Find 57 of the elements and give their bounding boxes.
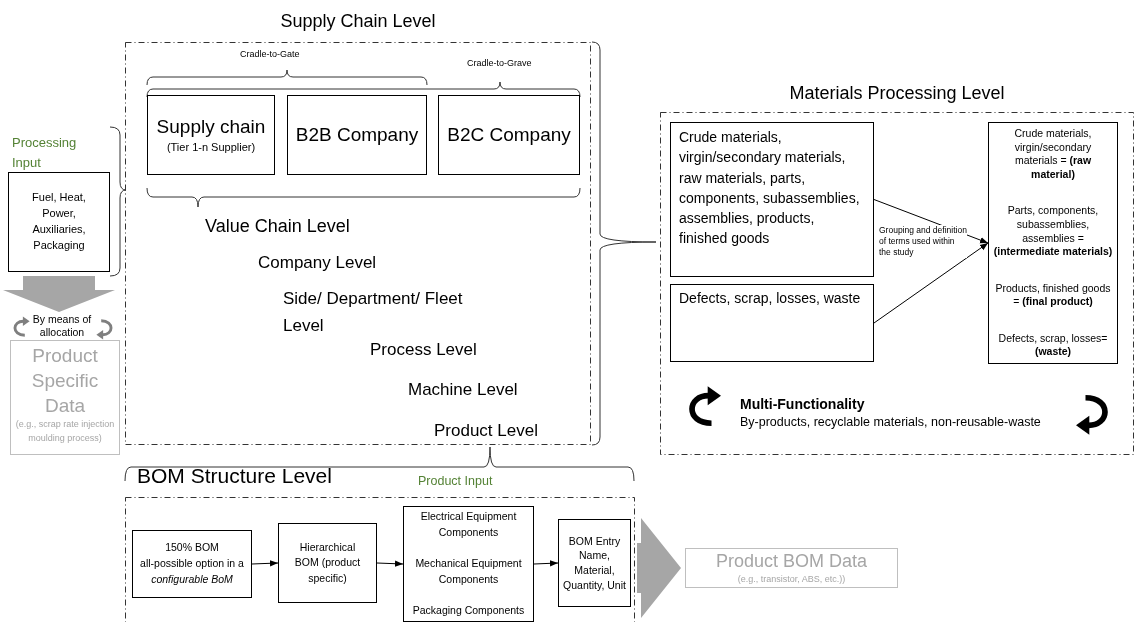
box-text: Electrical Equipment Components xyxy=(419,509,518,540)
box-title: Product Specific Data xyxy=(30,344,100,419)
panel-title: Supply Chain Level xyxy=(279,10,437,33)
box-text: BOM Entry Name, Material, Quantity, Unit xyxy=(563,533,626,593)
panel-title: BOM Structure Level xyxy=(137,463,332,489)
level-label: Company Level xyxy=(258,252,377,274)
definition-text: Parts, components, subassemblies, assemblies = (intermediate materials) xyxy=(993,204,1113,259)
arrow xyxy=(873,242,989,324)
box-subtitle: (Tier 1-n Supplier) xyxy=(166,139,256,155)
span-label: Cradle-to-Grave xyxy=(467,57,532,70)
entity-box xyxy=(147,95,275,175)
definition-text: Defects, scrap, losses= (waste) xyxy=(997,331,1109,359)
span-label: Cradle-to-Gate xyxy=(240,48,300,61)
definition-text: Products, finished goods = (final product) xyxy=(994,281,1112,309)
arrow xyxy=(251,560,279,567)
waste-list-box xyxy=(670,284,874,362)
definition-text: Crude materials, virgin/secondary materials = (raw material) xyxy=(1013,127,1093,182)
box-title: B2C Company xyxy=(447,122,571,147)
material-list: Crude materials, virgin/secondary materials, raw materials, parts, components, subassemblies, assemblies, products, finished goods xyxy=(679,127,865,272)
edge-label: Grouping and definition of terms used within the study xyxy=(879,225,967,259)
level-label: Process Level xyxy=(370,339,477,361)
block-arrow xyxy=(3,276,115,312)
box-text: Packaging Components xyxy=(412,603,525,619)
box-text: all-possible option in a configurable BoM xyxy=(139,556,245,587)
box-text: Mechanical Equipment Components xyxy=(414,556,523,587)
section-heading: Multi-Functionality xyxy=(740,395,865,414)
waste-list: Defects, scrap, losses, waste xyxy=(679,289,861,357)
box-text: 150% BOM xyxy=(165,540,219,556)
input-box xyxy=(8,172,110,272)
box-text: Hierarchical BOM (product specific) xyxy=(293,540,362,586)
process-box xyxy=(558,519,631,607)
level-label: Product Level xyxy=(434,420,538,442)
process-box xyxy=(278,523,377,603)
entity-box xyxy=(287,95,427,175)
process-box xyxy=(403,506,534,622)
definition-box xyxy=(988,122,1118,364)
box-title: B2B Company xyxy=(295,122,419,147)
section-text: By-products, recyclable materials, non-reusable-waste xyxy=(740,414,1041,431)
block-arrow xyxy=(637,518,681,618)
side-label: Processing Input xyxy=(12,134,78,172)
input-label: Product Input xyxy=(418,473,493,490)
box-title: Supply chain xyxy=(156,114,266,139)
box-subtitle: (e.g., transistor, ABS, etc.)) xyxy=(737,572,846,586)
level-label: Side/ Department/ Fleet Level xyxy=(283,288,463,338)
allocation-note: By means of allocation xyxy=(31,313,93,340)
data-box xyxy=(685,548,898,588)
arrow xyxy=(376,560,404,567)
entity-box xyxy=(438,95,580,175)
input-list: Fuel, Heat, Power, Auxiliaries, Packaging xyxy=(21,190,97,254)
arrow xyxy=(533,560,559,567)
panel-title: Materials Processing Level xyxy=(788,82,1006,105)
data-box xyxy=(10,340,120,455)
level-label: Value Chain Level xyxy=(205,215,350,238)
box-title: Product BOM Data xyxy=(715,550,868,573)
box-subtitle: (e.g., scrap rate injection moulding process) xyxy=(15,418,115,445)
level-label: Machine Level xyxy=(408,379,518,401)
process-box xyxy=(132,530,252,598)
